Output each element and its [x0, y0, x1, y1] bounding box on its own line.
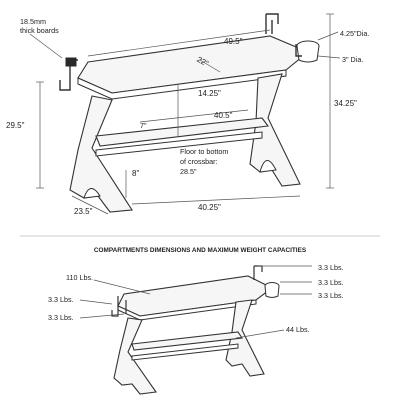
cup-large-leader — [317, 31, 339, 41]
left-leg-foot-cutout — [83, 188, 101, 199]
cap-shelf: 44 Lbs. — [286, 325, 310, 334]
leader-left-2 — [79, 313, 125, 319]
dim-cup-dia-large: 4.25"Dia. — [340, 29, 369, 38]
dim-line-base-width — [131, 195, 301, 205]
cup-holder-small-body — [264, 285, 280, 298]
desk-top-edge — [77, 69, 287, 100]
left-leg-small — [113, 317, 157, 395]
dim-underbar: 14.25" — [198, 89, 221, 98]
dim-base-depth: 23.5" — [74, 207, 93, 216]
cap-right-2: 3.3 Lbs. — [318, 278, 344, 287]
floor-note-line3: 28.5" — [180, 167, 197, 176]
right-leg — [249, 73, 301, 187]
capacity-heading: COMPARTMENTS DIMENSIONS AND MAXIMUM WEIG… — [94, 247, 307, 254]
dim-total-height: 34.25" — [334, 99, 357, 108]
desk-dimension-diagram: 18.5mm thick boards 49.5" 22" 4.25"Dia. … — [6, 13, 369, 216]
cup-small-leader — [317, 55, 341, 59]
dim-foot-height: 8" — [132, 169, 139, 178]
crossbar-shelf — [95, 117, 270, 147]
left-leg — [69, 95, 133, 213]
cap-top: 110 Lbs. — [66, 273, 93, 282]
dim-inner-width: 40.5" — [214, 111, 233, 120]
dim-cup-dia-small: 3" Dia. — [342, 55, 363, 64]
board-note-leader — [29, 33, 63, 59]
floor-note-line2: of crossbar: — [180, 157, 218, 166]
dim-top-width: 49.5" — [224, 37, 243, 46]
cap-right-1: 3.3 Lbs. — [318, 263, 344, 272]
dim-shelf-depth: 7" — [140, 121, 147, 130]
cap-left-hook-1: 3.3 Lbs. — [48, 295, 74, 304]
weight-capacity-diagram: COMPARTMENTS DIMENSIONS AND MAXIMUM WEIG… — [48, 247, 344, 395]
crossbar-lower — [95, 131, 263, 157]
dim-line-base-depth — [71, 195, 109, 215]
dim-line-inner-width — [139, 109, 249, 123]
dim-line-top-depth — [199, 59, 221, 73]
right-small-hook — [295, 44, 302, 57]
right-leg-foot-cutout — [259, 160, 277, 173]
cup-holder-body — [296, 45, 320, 63]
board-thickness-note-1: 18.5mm — [20, 17, 46, 26]
crossbar-lower-small — [131, 343, 239, 361]
cap-right-3: 3.3 Lbs. — [318, 291, 344, 300]
right-hook-small — [253, 265, 263, 280]
leader-shelf — [235, 329, 285, 339]
dim-line-top-width — [87, 29, 271, 57]
floor-note-line1: Floor to bottom — [180, 147, 228, 156]
leader-top — [93, 279, 151, 295]
right-hook — [265, 13, 279, 34]
leader-left-1 — [79, 299, 113, 305]
dim-base-width: 40.25" — [198, 203, 221, 212]
crossbar-shelf-small — [131, 331, 243, 351]
dim-left-height: 29.5" — [6, 121, 25, 130]
left-hook-small — [111, 296, 119, 317]
board-thickness-note-2: thick boards — [20, 26, 59, 35]
left-hook-block — [65, 57, 77, 67]
cap-left-hook-2: 3.3 Lbs. — [48, 313, 74, 322]
